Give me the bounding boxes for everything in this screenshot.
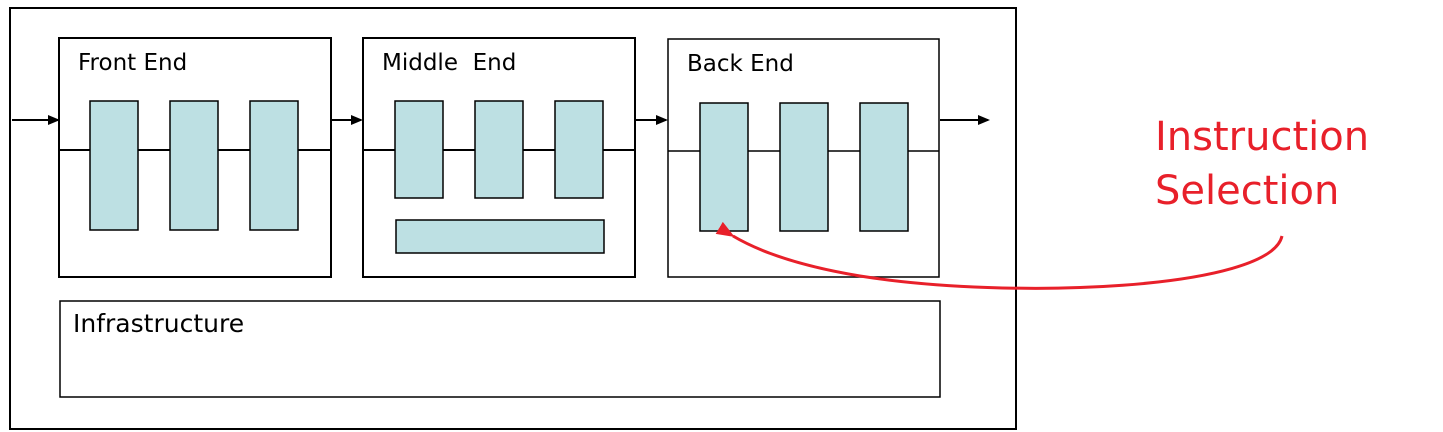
middle-end-pass-3 bbox=[554, 100, 604, 199]
front-end-stage: Front End bbox=[58, 37, 332, 278]
back-end-stage: Back End bbox=[667, 38, 940, 278]
middle-end-shared-component bbox=[395, 219, 605, 254]
middle-end-stage: Middle End bbox=[362, 37, 636, 278]
instruction-selection-annotation: Instruction Selection bbox=[1155, 114, 1369, 214]
back-end-pass-3 bbox=[859, 102, 909, 232]
front-end-pass-2 bbox=[169, 100, 219, 231]
annotation-line-1: Instruction bbox=[1155, 114, 1369, 160]
back-end-label: Back End bbox=[687, 51, 794, 77]
front-end-label: Front End bbox=[78, 50, 187, 76]
back-end-pass-1 bbox=[699, 102, 749, 232]
front-end-pass-3 bbox=[249, 100, 299, 231]
instruction-selection-pointer-arrow bbox=[715, 221, 1284, 290]
middle-end-label: Middle End bbox=[382, 50, 516, 76]
back-end-pass-2 bbox=[779, 102, 829, 232]
front-end-pass-1 bbox=[89, 100, 139, 231]
infrastructure-box bbox=[59, 300, 941, 398]
annotation-line-2: Selection bbox=[1155, 168, 1339, 214]
infrastructure-stage: Infrastructure bbox=[59, 300, 941, 398]
middle-end-pass-1 bbox=[394, 100, 444, 199]
infrastructure-label: Infrastructure bbox=[73, 309, 244, 338]
middle-end-pass-2 bbox=[474, 100, 524, 199]
